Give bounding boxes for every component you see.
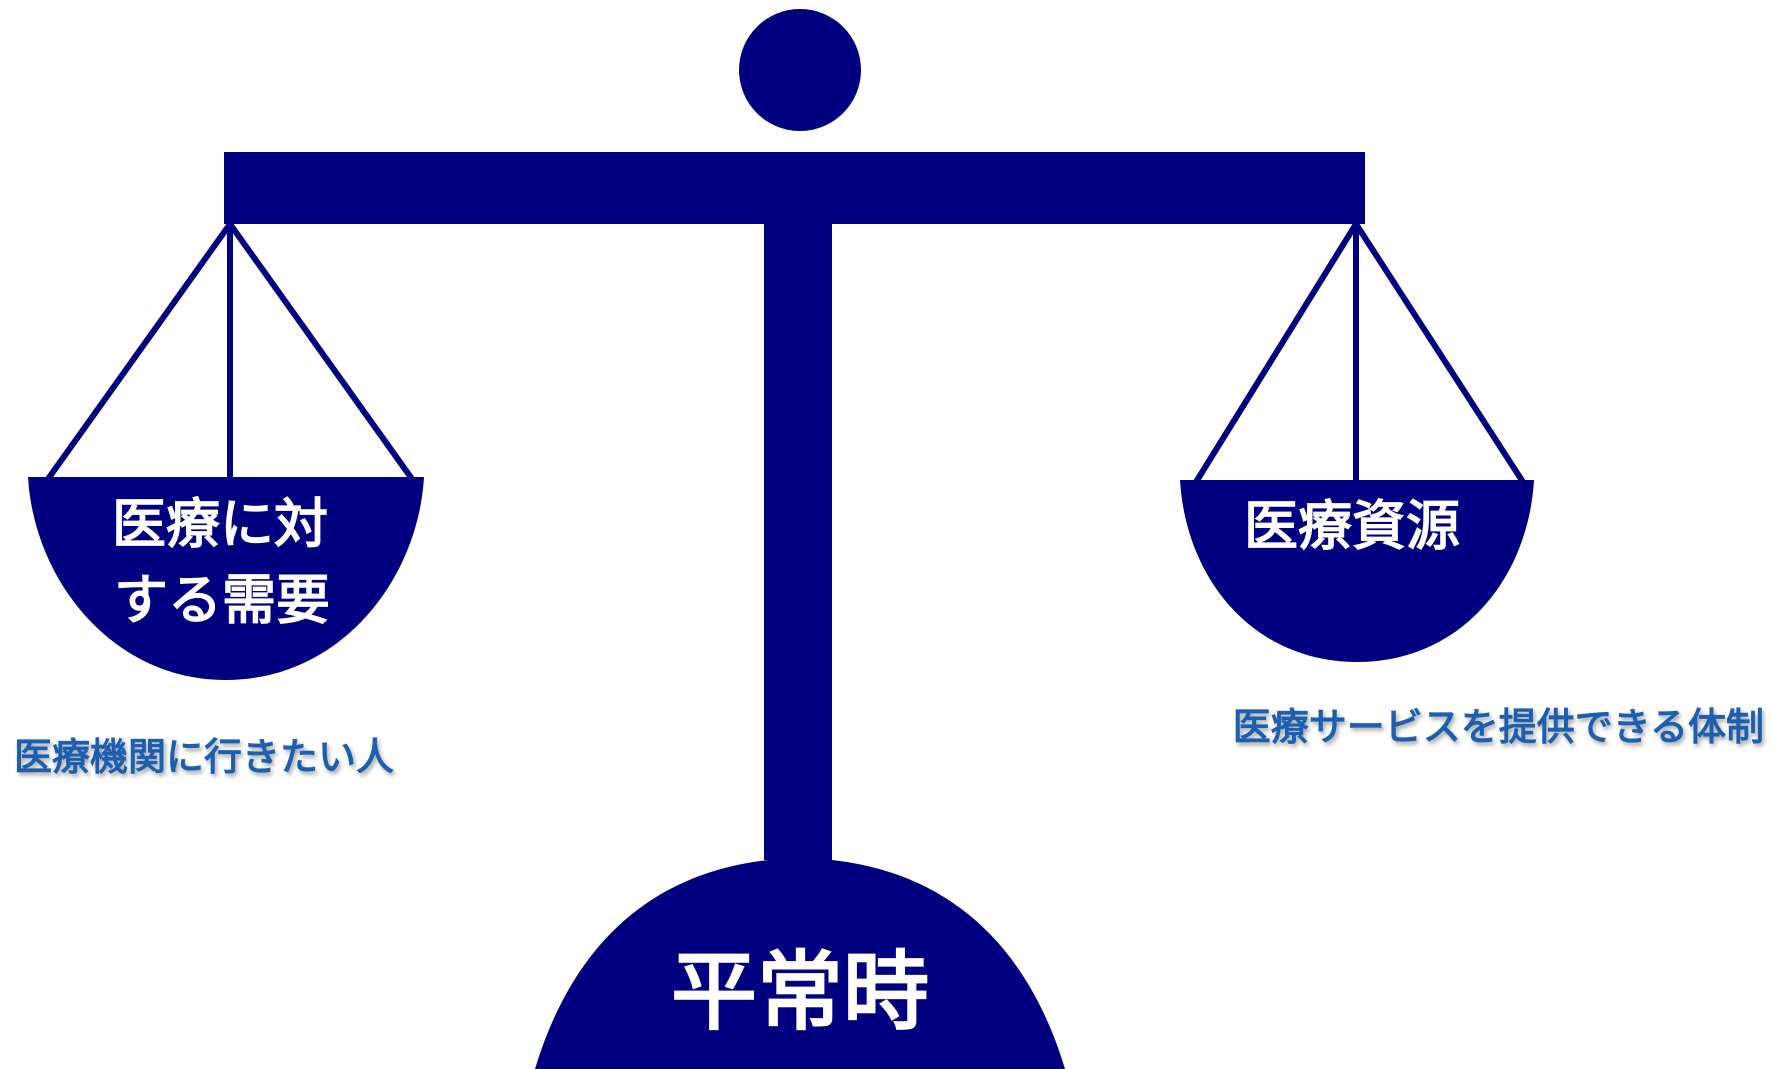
scale-beam bbox=[224, 152, 1365, 224]
right-pan-caption: 医療サービスを提供できる体制 bbox=[1232, 705, 1764, 749]
scale-pillar bbox=[764, 220, 832, 860]
scale-top-knob bbox=[739, 9, 861, 131]
scale-base bbox=[535, 858, 1065, 1069]
right-pan-label: 医療資源 bbox=[1244, 495, 1460, 558]
left-pan-label-line-1: 医療に対 bbox=[112, 493, 328, 556]
left-pan-label-line-2: する需要 bbox=[114, 569, 330, 632]
base-label: 平常時 bbox=[671, 942, 929, 1042]
right-pan bbox=[1180, 480, 1534, 662]
left-pan-chains bbox=[45, 221, 415, 482]
left-pan bbox=[28, 477, 424, 680]
right-pan-chains bbox=[1193, 221, 1526, 485]
left-pan-caption: 医療機関に行きたい人 bbox=[14, 735, 395, 779]
